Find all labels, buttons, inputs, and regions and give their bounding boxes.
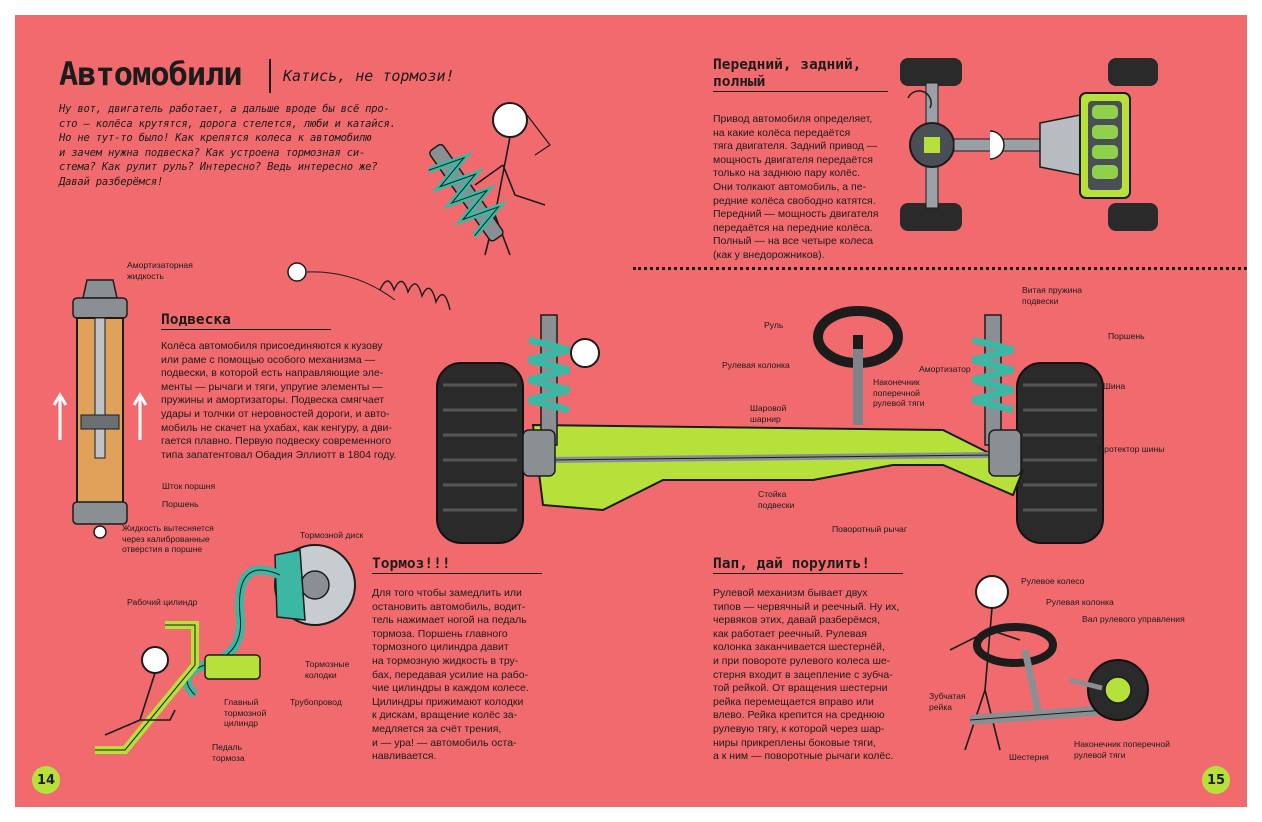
label-brake-master-cylinder: Главный тормозной цилиндр: [224, 697, 267, 728]
label-axle-tie-rod-end: Наконечник поперечной рулевой тяги: [873, 377, 925, 408]
label-brake-pedal: Педаль тормоза: [212, 742, 245, 763]
label-steering-column: Рулевая колонка: [1046, 597, 1114, 607]
label-axle-steering-column: Рулевая колонка: [722, 360, 790, 370]
drive-text: Привод автомобиля определяет, на какие к…: [713, 113, 879, 261]
label-axle-knuckle: Поворотный рычаг: [832, 524, 907, 534]
label-axle-strut: Стойка подвески: [758, 489, 795, 510]
label-axle-piston: Поршень: [1108, 331, 1145, 341]
page-title: Автомобили: [59, 55, 243, 93]
label-brake-disc: Тормозной диск: [300, 530, 364, 540]
spring-doodle: [287, 262, 451, 311]
steering-text: Рулевой механизм бывает двух типов — чер…: [713, 587, 900, 763]
label-axle-tire: Шина: [1103, 381, 1126, 391]
label-axle-ball-joint: Шаровой шарнир: [750, 403, 787, 424]
drive-title: Передний, задний, полный: [713, 57, 888, 92]
label-axle-damper: Амортизатор: [919, 364, 971, 374]
label-brake-pipe: Трубопровод: [290, 697, 342, 707]
section-divider: [633, 267, 1247, 270]
shock-cutaway-diagram: [52, 279, 148, 539]
brake-system-diagram: [95, 544, 356, 754]
label-piston: Поршень: [162, 499, 199, 509]
suspension-text: Колёса автомобиля присоединяются к кузов…: [161, 340, 397, 461]
page-number-right: 15: [1202, 766, 1230, 794]
steering-title: Пап, дай порулить!: [713, 556, 903, 574]
label-axle-coil-spring: Витая пружина подвески: [1022, 285, 1082, 306]
label-brake-pads: Тормозные колодки: [305, 659, 350, 680]
label-steering-shaft: Вал рулевого управления: [1082, 614, 1185, 624]
brakes-text: Для того чтобы замедлить или остановить …: [372, 587, 529, 763]
drivetrain-diagram: [900, 58, 1158, 231]
label-steering-tie-rod-end: Наконечник поперечной рулевой тяги: [1074, 739, 1170, 760]
label-steering-gear: Шестерня: [1009, 752, 1049, 762]
title-divider: [269, 59, 271, 93]
label-steering-rack: Зубчатая рейка: [929, 691, 966, 712]
label-piston-rod: Шток поршня: [162, 481, 216, 491]
label-axle-tread: Протектор шины: [1098, 444, 1165, 454]
label-axle-steering-wheel: Руль: [764, 320, 784, 330]
label-brake-slave-cylinder: Рабочий цилиндр: [127, 597, 198, 607]
label-fluid-displaced: Жидкость вытесняется через калиброванные…: [122, 523, 214, 554]
book-spread: Автомобили Катись, не тормози! Ну вот, д…: [15, 15, 1247, 807]
suspension-title: Подвеска: [161, 312, 331, 330]
page-number-left: 14: [32, 766, 60, 794]
steering-rack-diagram: [949, 575, 1149, 751]
front-axle-diagram: [436, 306, 1104, 544]
intro-text: Ну вот, двигатель работает, а дальше вро…: [59, 103, 396, 188]
label-steering-wheel: Рулевое колесо: [1021, 576, 1085, 586]
shock-absorber-figure: [427, 102, 551, 256]
page-subtitle: Катись, не тормози!: [283, 67, 455, 85]
label-shock-fluid: Амортизаторная жидкость: [127, 260, 193, 281]
brakes-title: Тормоз!!!: [372, 556, 542, 574]
